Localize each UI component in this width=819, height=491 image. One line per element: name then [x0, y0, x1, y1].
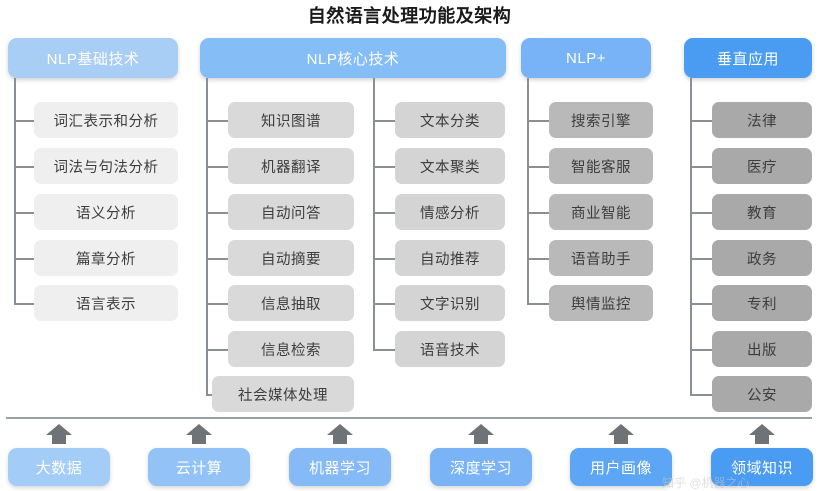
header-vertical-apps[interactable]: 垂直应用	[684, 38, 812, 78]
node-c4-1[interactable]: 智能客服	[549, 148, 653, 184]
stub-c3-2	[373, 212, 395, 214]
node-c5-0[interactable]: 法律	[712, 102, 812, 138]
stub-c2-1	[206, 166, 228, 168]
node-c3-4[interactable]: 文字识别	[395, 285, 505, 321]
stub-c2-3	[206, 258, 228, 260]
node-c2-3[interactable]: 自动摘要	[228, 240, 354, 276]
node-c4-3[interactable]: 语音助手	[549, 240, 653, 276]
node-c2-1[interactable]: 机器翻译	[228, 148, 354, 184]
stub-c4-3	[527, 258, 549, 260]
stub-c1-3	[14, 258, 34, 260]
node-c5-4[interactable]: 专利	[712, 285, 812, 321]
up-arrow-icon-1	[186, 424, 212, 444]
up-arrow-icon-4	[608, 424, 634, 444]
foundation-item-4[interactable]: 用户画像	[570, 448, 672, 486]
node-c5-6[interactable]: 公安	[712, 376, 812, 412]
node-c2-6[interactable]: 社会媒体处理	[212, 376, 354, 412]
stub-c2-2	[206, 212, 228, 214]
node-c5-1[interactable]: 医疗	[712, 148, 812, 184]
node-c2-0[interactable]: 知识图谱	[228, 102, 354, 138]
up-arrow-icon-5	[749, 424, 775, 444]
stub-c5-6	[690, 394, 712, 396]
header-nlp-core[interactable]: NLP核心技术	[200, 38, 506, 78]
stub-c3-1	[373, 166, 395, 168]
stub-c5-2	[690, 212, 712, 214]
node-c4-2[interactable]: 商业智能	[549, 194, 653, 230]
foundation-item-5[interactable]: 领域知识	[711, 448, 813, 486]
up-arrow-icon-2	[327, 424, 353, 444]
stub-c2-0	[206, 120, 228, 122]
stub-c3-4	[373, 303, 395, 305]
node-c4-4[interactable]: 舆情监控	[549, 285, 653, 321]
node-c5-2[interactable]: 教育	[712, 194, 812, 230]
spine-nlp-plus	[527, 78, 529, 304]
stub-c2-4	[206, 303, 228, 305]
node-c3-0[interactable]: 文本分类	[395, 102, 505, 138]
spine-nlp-core-right	[373, 78, 375, 350]
header-nlp-plus[interactable]: NLP+	[521, 38, 651, 78]
node-c3-1[interactable]: 文本聚类	[395, 148, 505, 184]
up-arrow-icon-3	[468, 424, 494, 444]
stub-c4-0	[527, 120, 549, 122]
foundation-item-1[interactable]: 云计算	[148, 448, 250, 486]
foundation-item-0[interactable]: 大数据	[8, 448, 110, 486]
stub-c5-5	[690, 349, 712, 351]
node-c1-2[interactable]: 语义分析	[34, 194, 178, 230]
stub-c1-0	[14, 120, 34, 122]
node-c1-1[interactable]: 词法与句法分析	[34, 148, 178, 184]
stub-c4-1	[527, 166, 549, 168]
node-c3-5[interactable]: 语音技术	[395, 331, 505, 367]
page-title: 自然语言处理功能及架构	[307, 6, 512, 26]
foundation-item-2[interactable]: 机器学习	[289, 448, 391, 486]
stub-c3-0	[373, 120, 395, 122]
spine-nlp-core-left	[206, 78, 208, 396]
spine-vertical-apps	[690, 78, 692, 396]
node-c2-5[interactable]: 信息检索	[228, 331, 354, 367]
node-c4-0[interactable]: 搜索引擎	[549, 102, 653, 138]
stub-c5-1	[690, 166, 712, 168]
node-c2-4[interactable]: 信息抽取	[228, 285, 354, 321]
stub-c5-3	[690, 258, 712, 260]
stub-c1-2	[14, 212, 34, 214]
node-c2-2[interactable]: 自动问答	[228, 194, 354, 230]
stub-c3-5	[373, 349, 395, 351]
node-c5-5[interactable]: 出版	[712, 331, 812, 367]
node-c1-0[interactable]: 词汇表示和分析	[34, 102, 178, 138]
watermark: 知乎 @机器之心	[662, 476, 750, 490]
foundation-divider	[6, 417, 812, 419]
node-c5-3[interactable]: 政务	[712, 240, 812, 276]
stub-c2-5	[206, 349, 228, 351]
stub-c1-4	[14, 303, 34, 305]
stub-c4-2	[527, 212, 549, 214]
stub-c5-4	[690, 303, 712, 305]
node-c1-4[interactable]: 语言表示	[34, 285, 178, 321]
node-c3-2[interactable]: 情感分析	[395, 194, 505, 230]
up-arrow-icon-0	[46, 424, 72, 444]
spine-nlp-basic	[14, 78, 16, 304]
foundation-item-3[interactable]: 深度学习	[430, 448, 532, 486]
stub-c5-0	[690, 120, 712, 122]
stub-c3-3	[373, 258, 395, 260]
node-c3-3[interactable]: 自动推荐	[395, 240, 505, 276]
stub-c1-1	[14, 166, 34, 168]
header-nlp-basic[interactable]: NLP基础技术	[8, 38, 178, 78]
node-c1-3[interactable]: 篇章分析	[34, 240, 178, 276]
stub-c4-4	[527, 303, 549, 305]
